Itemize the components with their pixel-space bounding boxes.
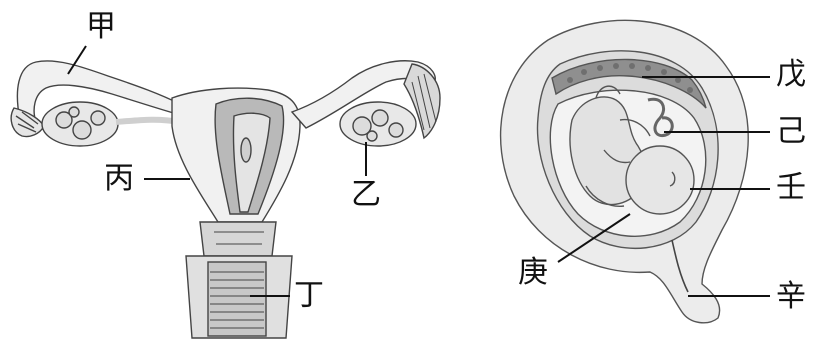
label-geng: 庚 xyxy=(518,258,548,288)
cervix xyxy=(200,222,276,256)
fetus-head xyxy=(626,146,694,214)
label-wu: 戊 xyxy=(776,60,806,90)
label-yi: 乙 xyxy=(351,180,381,210)
label-xin: 辛 xyxy=(776,282,806,312)
left-fimbriae xyxy=(11,108,44,137)
label-ren: 壬 xyxy=(776,173,806,203)
label-ji: 己 xyxy=(776,117,806,147)
label-bing: 丙 xyxy=(104,164,134,194)
label-jia: 甲 xyxy=(86,12,116,42)
label-ding: 丁 xyxy=(294,281,324,311)
